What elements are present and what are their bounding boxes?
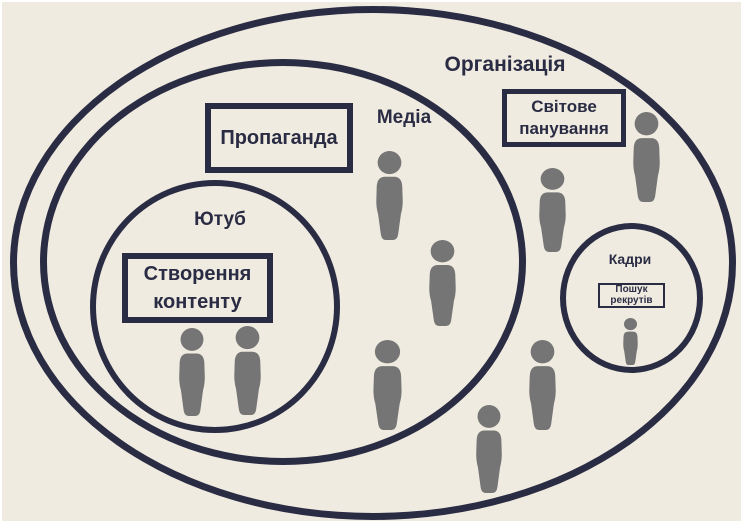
person-icon bbox=[179, 328, 205, 416]
youtube-circle bbox=[90, 180, 340, 433]
media-label: Медіа bbox=[376, 107, 432, 128]
propaganda-box-label: Пропаганда bbox=[220, 126, 338, 149]
youtube-label: Ютуб bbox=[194, 209, 246, 230]
media-ellipse bbox=[40, 59, 526, 465]
world-domination-box: Світове панування bbox=[502, 89, 626, 147]
person-icon bbox=[623, 318, 638, 365]
person-icon bbox=[373, 340, 402, 430]
content-creation-box-label: Створення контенту bbox=[143, 263, 252, 313]
person-icon bbox=[633, 112, 660, 202]
recruit-search-box: Пошук рекрутів bbox=[598, 283, 665, 308]
kadry-label: Кадри bbox=[608, 251, 652, 267]
person-icon bbox=[234, 326, 261, 415]
organization-label: Організація bbox=[444, 53, 566, 76]
person-icon bbox=[539, 168, 566, 252]
kadry-circle bbox=[560, 223, 703, 373]
world-domination-box-label: Світове панування bbox=[519, 97, 609, 138]
recruit-search-box-label: Пошук рекрутів bbox=[610, 284, 653, 306]
person-icon bbox=[376, 151, 403, 240]
person-icon bbox=[429, 240, 456, 326]
propaganda-box: Пропаганда bbox=[205, 103, 353, 173]
person-icon bbox=[529, 340, 556, 430]
organization-ellipse bbox=[10, 6, 736, 520]
person-icon bbox=[476, 405, 502, 493]
content-creation-box: Створення контенту bbox=[122, 253, 273, 323]
